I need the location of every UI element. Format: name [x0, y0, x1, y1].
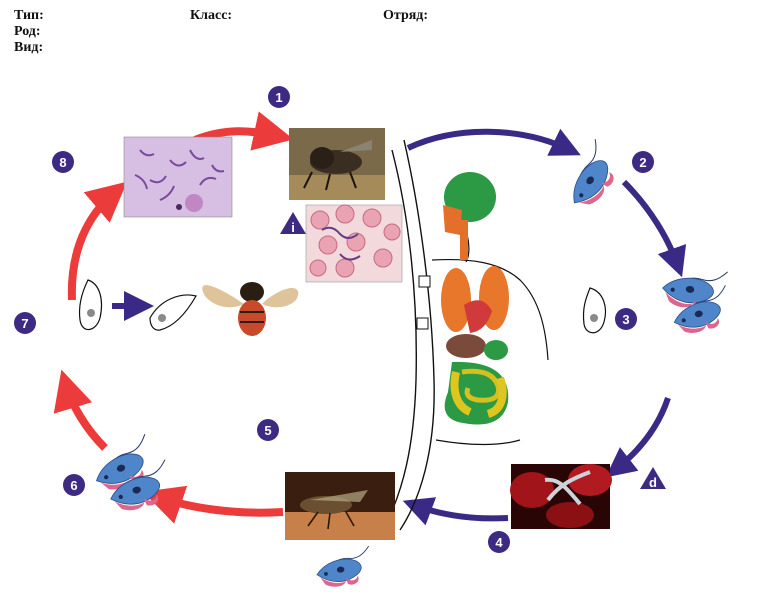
genus-label: Род:	[14, 24, 41, 39]
type-label: Тип:	[14, 8, 44, 23]
purple-arrow-bottom	[402, 497, 509, 526]
svg-text:4: 4	[495, 535, 503, 550]
stage-badge-6: 6	[63, 474, 85, 496]
svg-text:6: 6	[70, 478, 77, 493]
triangle-marker-i: i	[280, 212, 306, 235]
purple-arrow-top	[406, 128, 581, 156]
purple-arrow-right-down	[621, 179, 687, 278]
class-label: Класс:	[190, 8, 233, 23]
svg-text:2: 2	[639, 155, 646, 170]
stage-badge-3: 3	[615, 308, 637, 330]
biting-fly-image	[285, 472, 395, 540]
purple-arrow-right-lower	[605, 397, 671, 478]
human-anatomy	[387, 139, 549, 531]
svg-text:3: 3	[622, 312, 629, 327]
stage-badge-1: 1	[268, 86, 290, 108]
triangle-i-label: i	[291, 220, 295, 235]
svg-text:8: 8	[59, 155, 66, 170]
red-blood-cells-image	[510, 464, 612, 529]
red-arrow-left-down	[53, 369, 108, 451]
species-label: Вид:	[14, 40, 44, 55]
blood-smear-image	[305, 204, 403, 283]
trypanosome-outline-3	[582, 287, 607, 334]
triangle-d-label: d	[649, 475, 657, 490]
tsetse-fly-image	[289, 128, 385, 200]
stage-badge-5: 5	[257, 419, 279, 441]
svg-text:5: 5	[264, 423, 271, 438]
stage-badge-4: 4	[488, 531, 510, 553]
svg-text:7: 7	[21, 316, 28, 331]
trypanosome-outline-1	[78, 279, 103, 331]
trypanosome-outline-2	[149, 294, 197, 331]
triangle-marker-d: d	[640, 467, 666, 490]
fly-drawing	[202, 282, 299, 336]
red-arrow-bottom	[142, 485, 284, 524]
order-label: Отряд:	[383, 8, 429, 23]
stage-badge-7: 7	[14, 312, 36, 334]
trypanosome-smear-image	[123, 136, 233, 218]
stage-badge-2: 2	[632, 151, 654, 173]
trypanosome-bottom	[314, 545, 373, 589]
svg-text:1: 1	[275, 90, 282, 105]
red-arrow-left-up	[67, 181, 128, 301]
stage-badge-8: 8	[52, 151, 74, 173]
